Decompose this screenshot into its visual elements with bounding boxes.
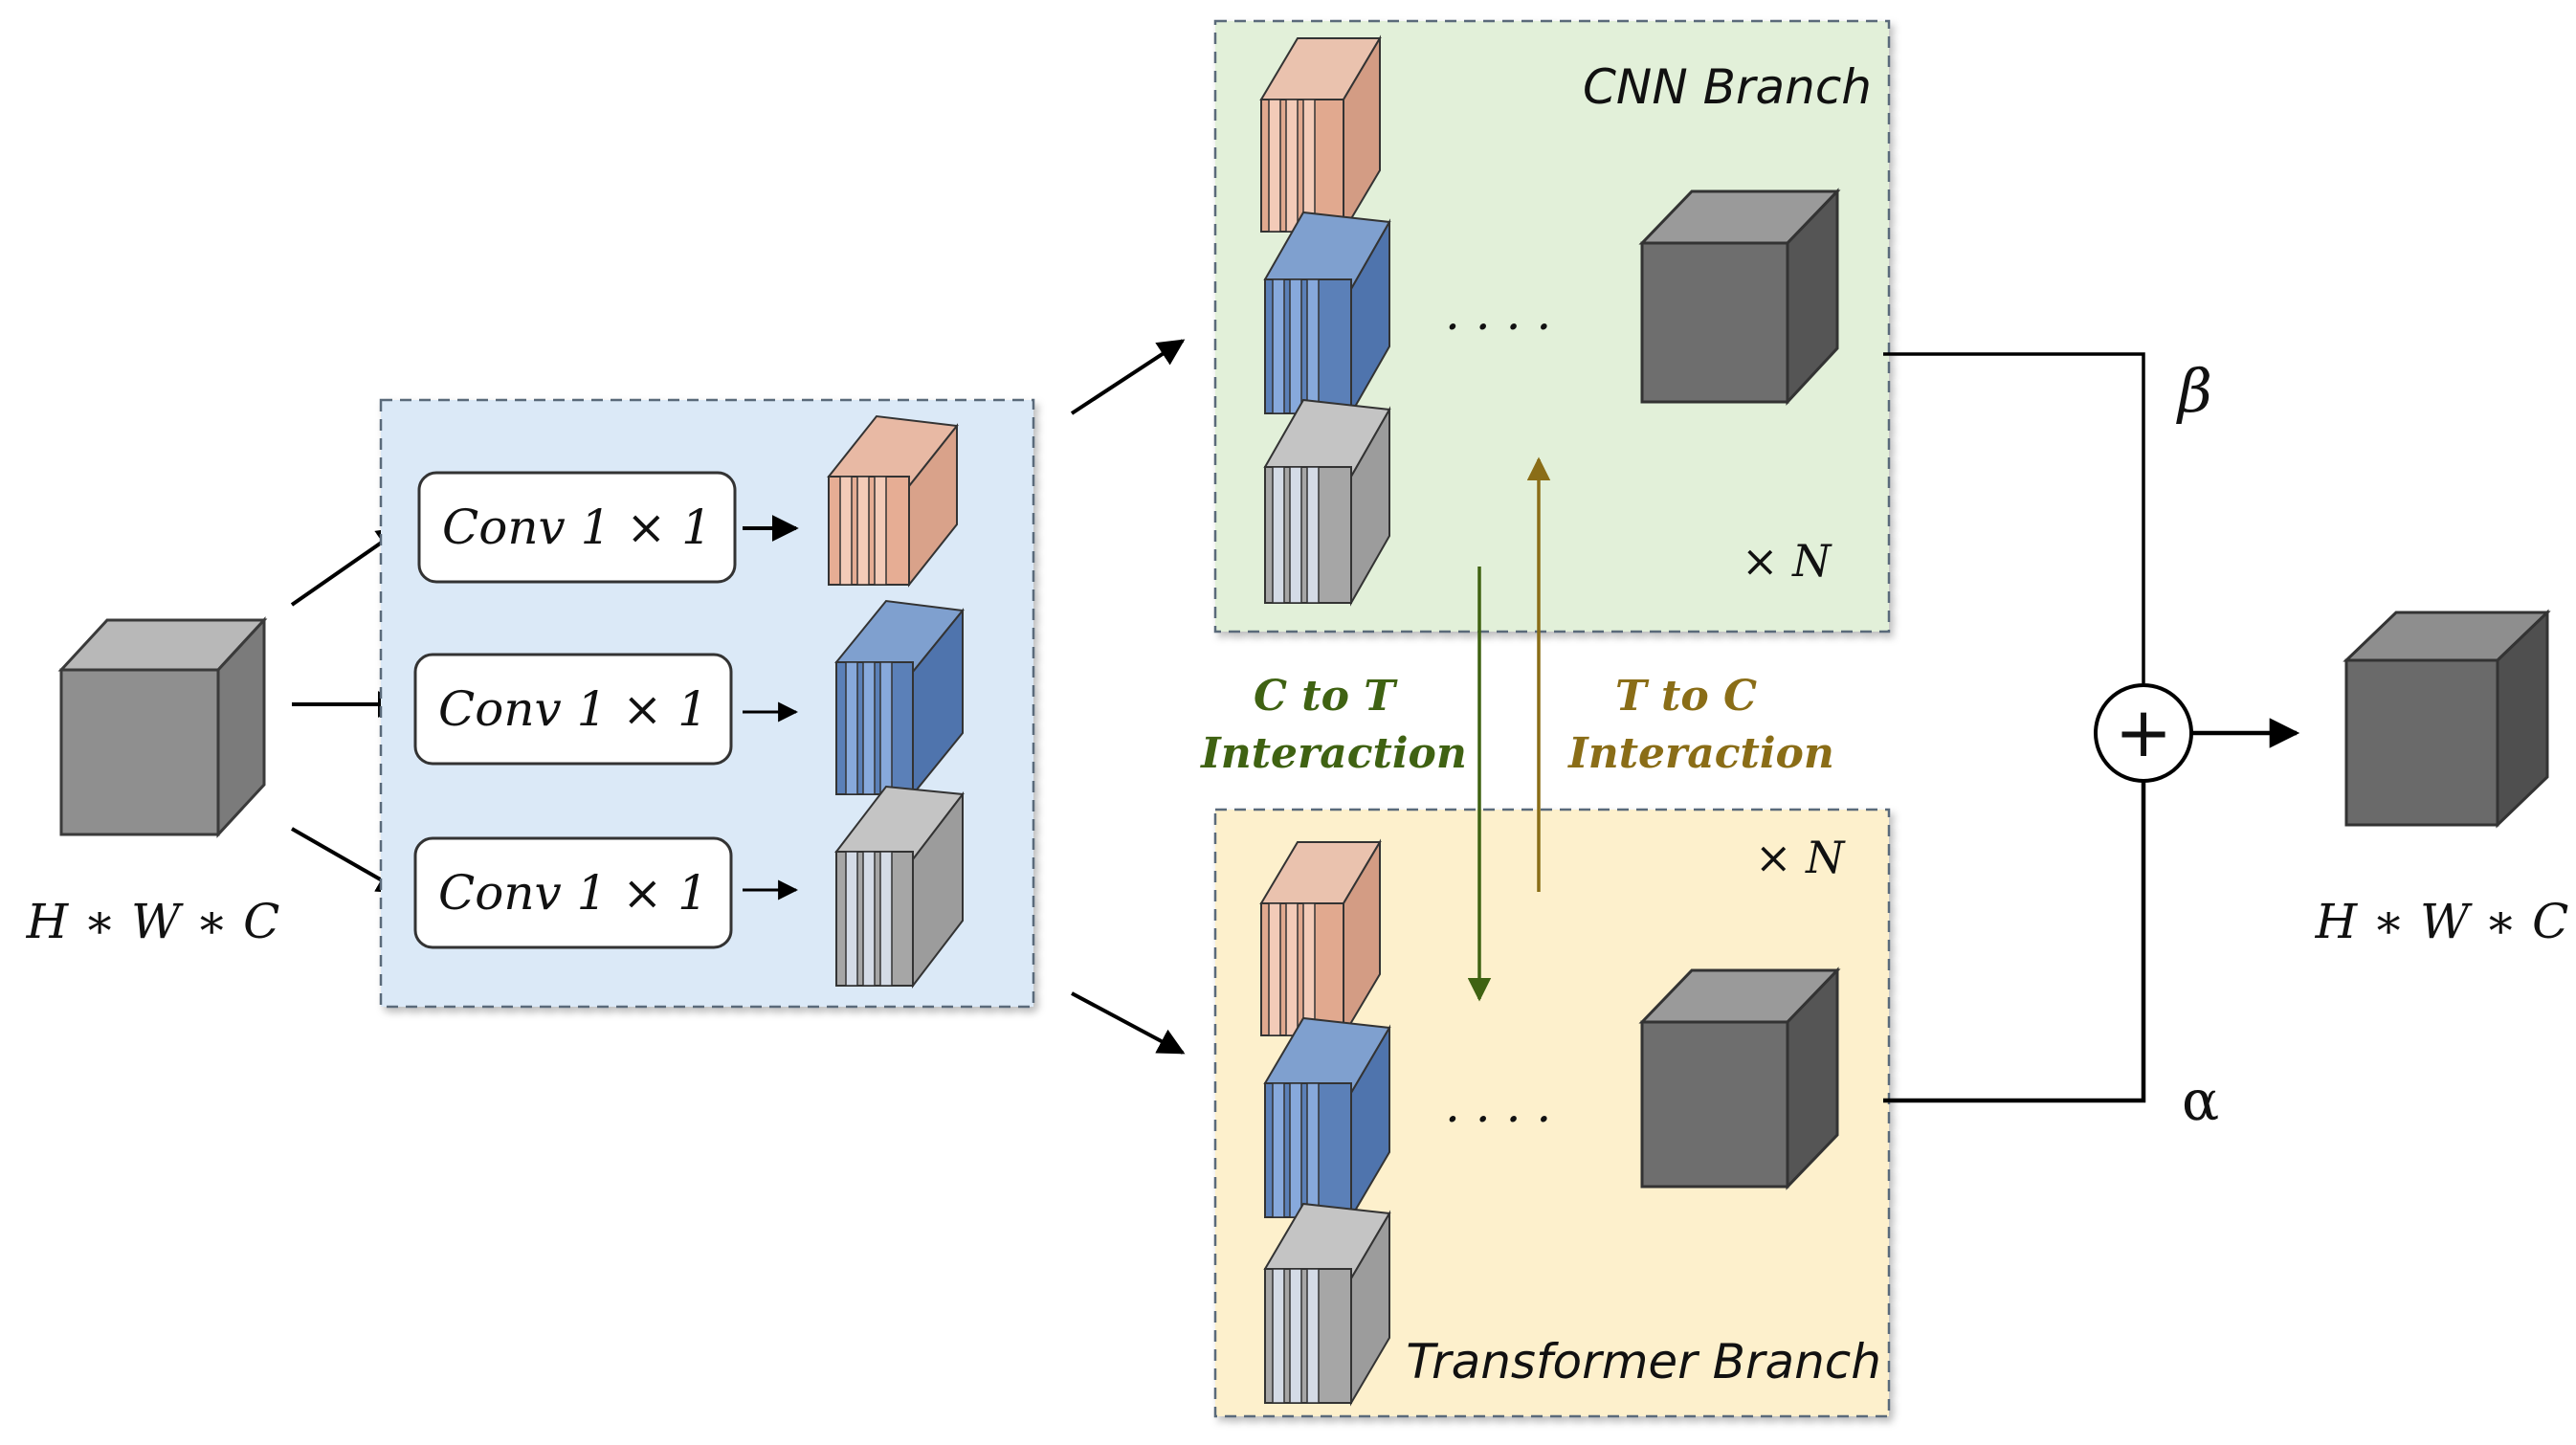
conv-layer-2: Conv 1 × 1: [413, 599, 965, 797]
input-shape-label: H ∗ W ∗ C: [26, 894, 280, 949]
alpha-weight: α: [2182, 1068, 2219, 1133]
feature-stack-orange: [827, 414, 959, 588]
output-cube: [2343, 609, 2551, 829]
transformer-stack-gray: [1263, 1202, 1391, 1407]
cnn-branch-repeat: × N: [1742, 535, 1832, 587]
cnn-output-cube: [1638, 188, 1841, 406]
t-to-c-label-line2: Interaction: [1566, 729, 1834, 778]
conv-label-3: Conv 1 × 1: [438, 865, 708, 921]
conv-label-2: Conv 1 × 1: [438, 681, 708, 737]
cnn-stack-orange: [1259, 34, 1382, 235]
to-transformer-arrow: [1071, 991, 1186, 1055]
conv-layer-1: Conv 1 × 1: [417, 414, 959, 588]
conv-button-2: [413, 653, 733, 766]
transformer-branch-dots: . . . .: [1445, 1078, 1551, 1133]
c-to-t-label-line1: C to T: [1254, 672, 1398, 721]
beta-weight: β: [2176, 356, 2212, 426]
cnn-branch-title: CNN Branch: [1583, 59, 1872, 115]
sum-node: +: [2094, 683, 2193, 783]
cnn-stack-gray: [1263, 398, 1391, 607]
transformer-stack-blue: [1263, 1016, 1391, 1221]
cnn-to-fusion-line: [1883, 352, 2145, 683]
input-cube: [57, 616, 268, 838]
sum-symbol: +: [2115, 692, 2172, 772]
transformer-stack-orange: [1259, 838, 1382, 1039]
conv-button-3: [413, 836, 733, 949]
conv-label-1: Conv 1 × 1: [442, 500, 712, 555]
t-to-c-label-line1: T to C: [1615, 672, 1757, 721]
feature-stack-blue: [834, 599, 965, 797]
conv-layer-3: Conv 1 × 1: [413, 785, 965, 989]
to-cnn-arrow: [1070, 339, 1186, 415]
output-shape-label: H ∗ W ∗ C: [2315, 894, 2569, 949]
transformer-to-fusion-line: [1883, 781, 2146, 1103]
cnn-stack-blue: [1263, 211, 1391, 417]
feature-stack-gray: [834, 785, 965, 989]
conv-button-1: [417, 471, 737, 584]
transformer-branch-repeat: × N: [1755, 832, 1846, 883]
transformer-output-cube: [1638, 967, 1841, 1190]
transformer-branch-title: Transformer Branch: [1406, 1334, 1881, 1389]
c-to-t-label-line2: Interaction: [1199, 729, 1467, 778]
cnn-branch-dots: . . . .: [1445, 285, 1551, 341]
